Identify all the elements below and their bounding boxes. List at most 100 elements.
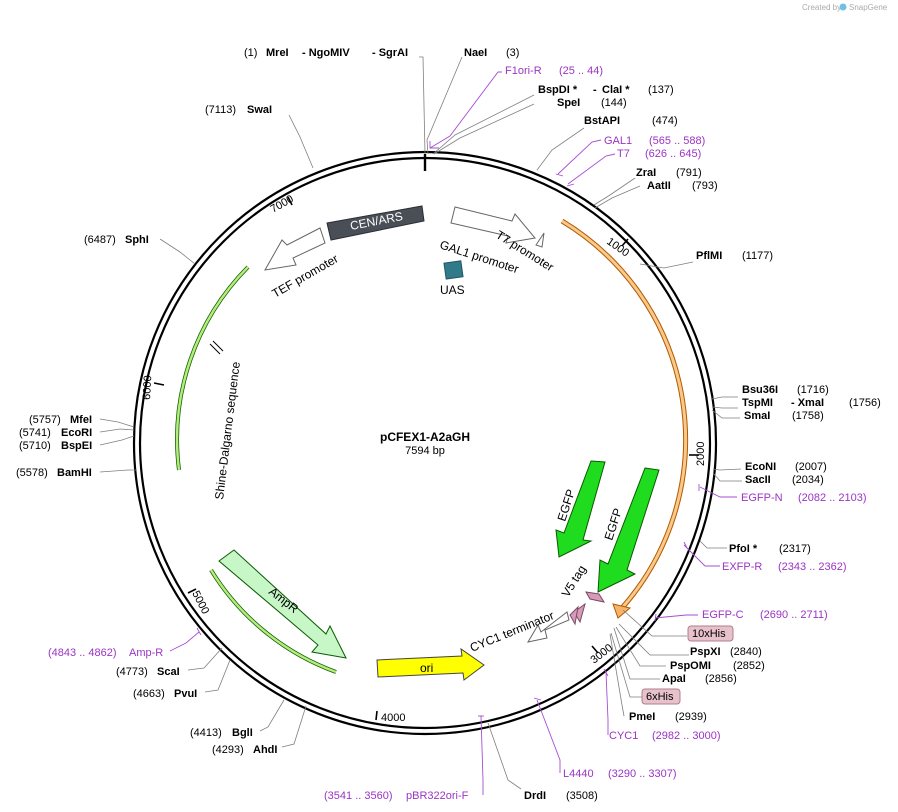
svg-text:- XmaI: - XmaI [791, 397, 824, 409]
svg-text:(791): (791) [676, 167, 702, 179]
svg-text:(2852): (2852) [733, 660, 765, 672]
svg-text:MfeI: MfeI [70, 414, 92, 426]
svg-text:(7113): (7113) [205, 104, 236, 116]
svg-text:MreI: MreI [266, 47, 289, 59]
svg-text:(25 .. 44): (25 .. 44) [559, 65, 603, 77]
svg-text:(2007): (2007) [795, 461, 827, 473]
orange-arc-arrowhead [612, 603, 632, 619]
svg-text:(137): (137) [648, 84, 674, 96]
svg-text:(474): (474) [652, 115, 678, 127]
svg-text:-: - [593, 84, 597, 96]
svg-text:TspMI: TspMI [742, 397, 773, 409]
svg-text:PspXI: PspXI [690, 646, 721, 658]
svg-text:PmeI: PmeI [629, 711, 655, 723]
feature-badge-10xhis: 10xHis [687, 625, 734, 642]
svg-text:(5741): (5741) [19, 427, 51, 439]
svg-text:BspDI *: BspDI * [538, 84, 578, 96]
primer-label-exfpr: EXFP-R (2343 .. 2362) [722, 561, 847, 573]
svg-text:(4843 .. 4862): (4843 .. 4862) [48, 647, 117, 659]
site-label-tspmi: TspMI - XmaI (1756) [742, 397, 881, 409]
svg-text:5000: 5000 [189, 589, 211, 616]
snapgene-logo-icon [839, 3, 847, 11]
uas-feature [443, 260, 464, 280]
site-label-pfoi: PfoI * (2317) [729, 543, 811, 555]
site-label-ecori: (5741) EcoRI [19, 427, 92, 439]
primer-label-pbr322: (3541 .. 3560) pBR322ori-F [324, 790, 469, 802]
svg-text:PfoI *: PfoI * [729, 543, 758, 555]
svg-text:PvuI: PvuI [174, 688, 197, 700]
tef-promoter-arrow [264, 227, 326, 271]
leader-lines [99, 56, 742, 790]
ori-arrow [376, 647, 485, 681]
svg-text:(4773): (4773) [116, 666, 148, 678]
svg-text:(1177): (1177) [742, 250, 773, 262]
svg-text:10xHis: 10xHis [692, 628, 726, 640]
svg-text:6xHis: 6xHis [646, 691, 674, 703]
gal1-promoter-arrow [450, 206, 536, 244]
site-label-bspei: (5710) BspEI [19, 440, 92, 452]
site-label-sacii: SacII (2034) [745, 474, 824, 486]
sd-label: Shine-Dalgarno sequence [212, 361, 243, 501]
site-label-ahdi: (4293) AhdI [212, 744, 277, 756]
site-label-spei: SpeI (144) [557, 97, 627, 109]
site-label-scai: (4773) ScaI [116, 666, 180, 678]
v5-tag-label: V5 tag [559, 563, 589, 600]
primer-label-t7: T7 (626 .. 645) [617, 148, 701, 160]
svg-text:SpeI: SpeI [557, 97, 580, 109]
svg-text:BstAPI: BstAPI [584, 115, 620, 127]
egfp-arrow-1 [555, 460, 606, 558]
svg-text:(2343 .. 2362): (2343 .. 2362) [778, 561, 847, 573]
his-tag-feature [573, 602, 586, 624]
site-label-pspomi: PspOMI (2852) [670, 660, 765, 672]
site-label-drdi: DrdI (3508) [524, 790, 598, 802]
created-by-text: Created by [802, 3, 841, 12]
v5-tag-feature [585, 591, 606, 603]
svg-text:(5578): (5578) [16, 467, 48, 479]
svg-text:SphI: SphI [125, 234, 149, 246]
snapgene-brand: SnapGene [849, 3, 888, 12]
svg-text:(2856): (2856) [705, 673, 737, 685]
svg-text:ScaI: ScaI [157, 666, 180, 678]
svg-text:Bsu36I: Bsu36I [742, 384, 778, 396]
svg-text:(2840): (2840) [730, 646, 762, 658]
svg-text:BamHI: BamHI [57, 467, 92, 479]
svg-text:AatII: AatII [647, 180, 671, 192]
site-label-pflmi: PflMI (1177) [696, 250, 773, 262]
cen-ars-feature [326, 205, 425, 241]
site-label-swai: (7113) SwaI [205, 104, 272, 116]
svg-text:(2982 .. 3000): (2982 .. 3000) [652, 730, 721, 742]
svg-text:(2082 .. 2103): (2082 .. 2103) [798, 492, 867, 504]
uas-label: UAS [440, 283, 465, 297]
site-label-bstapi: BstAPI (474) [584, 115, 678, 127]
feature-badge-6xhis: 6xHis [641, 688, 681, 705]
svg-text:(2939): (2939) [675, 711, 707, 723]
svg-text:DrdI: DrdI [524, 790, 546, 802]
svg-text:BglI: BglI [232, 727, 253, 739]
svg-text:PflMI: PflMI [696, 250, 722, 262]
svg-text:(2317): (2317) [779, 543, 811, 555]
site-label-pspxi: PspXI (2840) [690, 646, 762, 658]
svg-text:NaeI: NaeI [464, 47, 487, 59]
ruler-ticks [153, 196, 699, 721]
primer-label-egfpc: EGFP-C (2690 .. 2711) [702, 609, 828, 621]
svg-text:(3508): (3508) [566, 790, 598, 802]
f1ori-primer: F1ori-R [505, 65, 542, 77]
svg-text:(4413): (4413) [190, 727, 222, 739]
svg-text:Amp-R: Amp-R [129, 647, 163, 659]
plasmid-name: pCFEX1-A2aGH [380, 430, 470, 444]
green-left-arc [175, 266, 249, 471]
svg-text:(3): (3) [506, 47, 519, 59]
primer-leader-lines [169, 71, 737, 795]
site-label-pvui: (4663) PvuI [133, 688, 197, 700]
svg-text:(1): (1) [244, 47, 257, 59]
site-label-mfei: (5757) MfeI [29, 414, 92, 426]
egfp-arrow-2 [597, 467, 660, 593]
svg-text:(2034): (2034) [792, 474, 824, 486]
svg-text:EGFP-C: EGFP-C [702, 609, 744, 621]
site-label-aatii: AatII (793) [647, 180, 718, 192]
green-lower-arc [209, 569, 337, 674]
orange-feature-arc [561, 219, 688, 609]
svg-text:ZraI: ZraI [636, 167, 656, 179]
svg-text:- SgrAI: - SgrAI [372, 47, 408, 59]
cyc1-terminator-arrow [526, 611, 570, 643]
